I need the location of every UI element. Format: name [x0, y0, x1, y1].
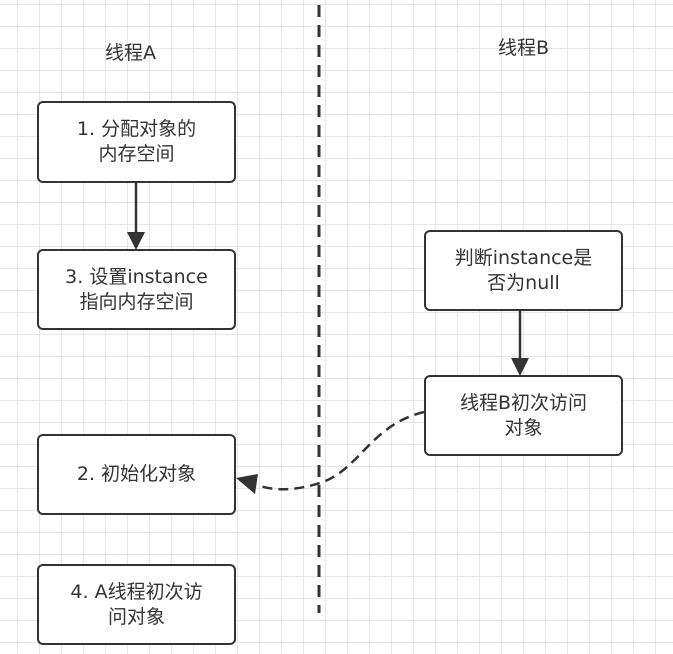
step-allocate-memory: 1. 分配对象的 内存空间 [37, 101, 236, 183]
lane-title-a: 线程A [105, 42, 156, 64]
step-check-instance-null: 判断instance是 否为null [424, 230, 623, 311]
arrow-a1-to-a3 [127, 183, 145, 250]
step-set-instance-pointer: 3. 设置instance 指向内存空间 [37, 249, 236, 330]
arrow-bcheck-to-baccess [511, 310, 529, 376]
step-initialize-object: 2. 初始化对象 [37, 434, 236, 515]
step-thread-a-first-access: 4. A线程初次访 问对象 [37, 564, 236, 645]
step-thread-b-first-access: 线程B初次访问 对象 [424, 375, 623, 456]
lane-title-b: 线程B [498, 37, 550, 59]
arrow-baccess-to-a2 [236, 410, 425, 494]
